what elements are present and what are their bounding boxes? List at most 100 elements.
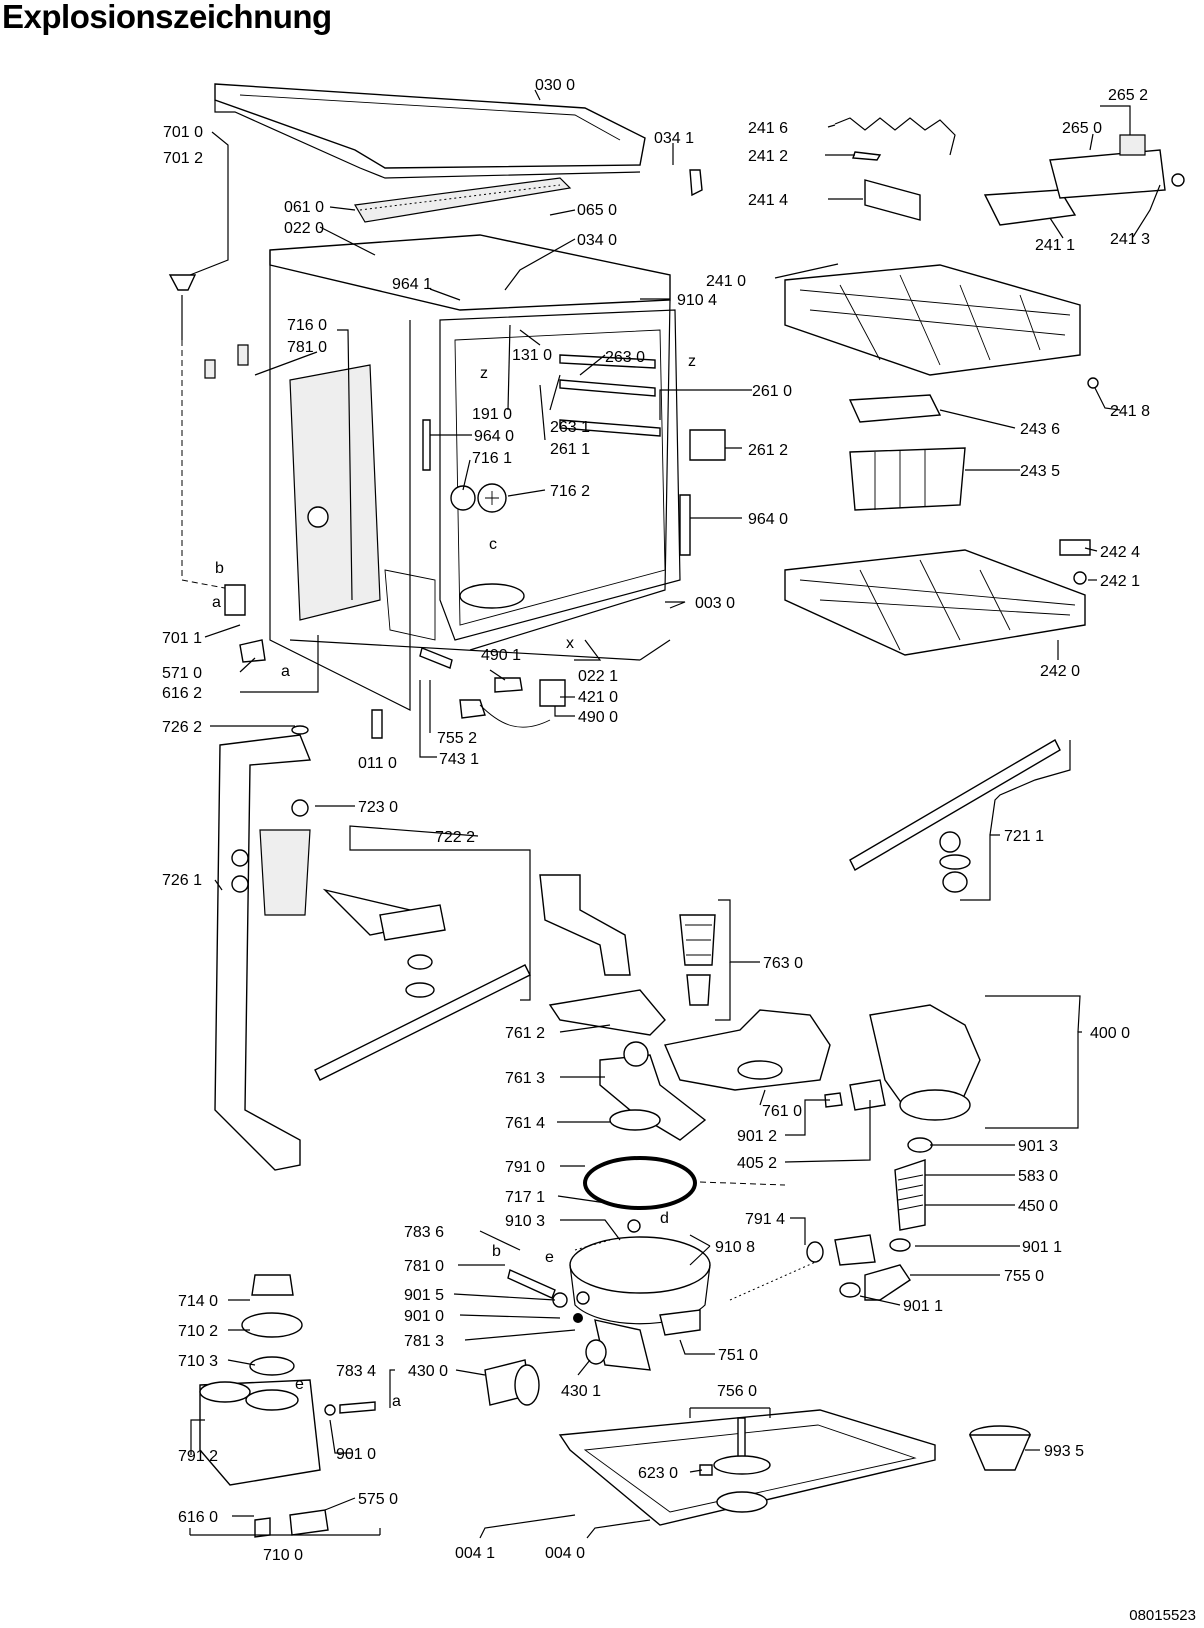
marker-e-1: e (545, 1249, 554, 1266)
callout-781-3: 781 3 (404, 1333, 444, 1350)
callout-755-2: 755 2 (437, 730, 477, 747)
callout-717-1: 717 1 (505, 1189, 545, 1206)
callout-623-0: 623 0 (638, 1465, 678, 1482)
callout-022-1: 022 1 (578, 668, 618, 685)
callout-755-0: 755 0 (1004, 1268, 1044, 1285)
callout-901-3: 901 3 (1018, 1138, 1058, 1155)
circulation-pump-part (824, 1004, 981, 1121)
upper-basket-part (784, 264, 1099, 511)
callout-011-0: 011 0 (358, 755, 397, 772)
callout-743-1: 743 1 (439, 751, 479, 768)
callout-791-0: 791 0 (505, 1159, 545, 1176)
callout-761-3: 761 3 (505, 1070, 545, 1087)
callout-034-0: 034 0 (577, 232, 617, 249)
callout-263-0: 263 0 (605, 349, 645, 366)
callout-964-1: 964 1 (392, 276, 432, 293)
callout-241-4: 241 4 (748, 192, 788, 209)
heater-hose-part (806, 1137, 933, 1301)
callout-583-0: 583 0 (1018, 1168, 1058, 1185)
callout-726-2: 726 2 (162, 719, 202, 736)
callout-781-0: 781 0 (287, 339, 327, 356)
callout-901-1-b: 901 1 (903, 1298, 943, 1315)
marker-b-1: b (215, 560, 224, 577)
callout-261-0: 261 0 (752, 383, 792, 400)
callout-241-8: 241 8 (1110, 403, 1150, 420)
callout-791-4: 791 4 (745, 1211, 785, 1228)
callout-003-0: 003 0 (695, 595, 735, 612)
callout-710-0: 710 0 (263, 1547, 303, 1564)
leader-lines (189, 89, 1161, 1539)
callout-761-4: 761 4 (505, 1115, 545, 1132)
upper-spray-arm-part (849, 739, 1061, 893)
callout-901-0-a: 901 0 (404, 1308, 444, 1325)
callout-761-0: 761 0 (762, 1103, 802, 1120)
marker-a-1: a (212, 594, 221, 611)
callout-783-4: 783 4 (336, 1363, 376, 1380)
marker-z-2: z (688, 353, 696, 370)
drain-pump-part (484, 1339, 607, 1406)
cutlery-parts (834, 117, 1185, 226)
callout-265-0: 265 0 (1062, 120, 1102, 137)
callout-721-1: 721 1 (1004, 828, 1044, 845)
micro-filter-part (664, 1009, 831, 1091)
lower-spray-arm-part (314, 888, 531, 1081)
callout-242-0: 242 0 (1040, 663, 1080, 680)
spray-arm-conduit-part (539, 874, 631, 976)
callout-061-0: 061 0 (284, 199, 324, 216)
callout-261-2: 261 2 (748, 442, 788, 459)
callout-265-2: 265 2 (1108, 87, 1148, 104)
callout-430-1: 430 1 (561, 1383, 601, 1400)
callout-964-0-a: 964 0 (474, 428, 514, 445)
callout-781-0-b: 781 0 (404, 1258, 444, 1275)
callout-490-1: 490 1 (481, 647, 521, 664)
base-tray-part (558, 1409, 936, 1526)
callout-723-0: 723 0 (358, 799, 398, 816)
callout-701-1: 701 1 (162, 630, 202, 647)
callout-716-2: 716 2 (550, 483, 590, 500)
callout-763-0: 763 0 (763, 955, 803, 972)
callout-910-3: 910 3 (505, 1213, 545, 1230)
sump-part (507, 1219, 711, 1371)
callout-450-0: 450 0 (1018, 1198, 1058, 1215)
callout-616-2: 616 2 (162, 685, 202, 702)
callout-701-2: 701 2 (163, 150, 203, 167)
callout-243-6: 243 6 (1020, 421, 1060, 438)
funnel-part (968, 1425, 1032, 1471)
callout-065-0: 065 0 (577, 202, 617, 219)
callout-004-1: 004 1 (455, 1545, 495, 1562)
callout-241-0: 241 0 (706, 273, 746, 290)
water-conduit-part (214, 725, 312, 1171)
marker-a-2: a (281, 663, 290, 680)
callout-901-0-b: 901 0 (336, 1446, 376, 1463)
insulation-strip-part (354, 177, 572, 223)
callout-616-0: 616 0 (178, 1509, 218, 1526)
callout-901-5: 901 5 (404, 1287, 444, 1304)
connection-dashes (574, 1181, 821, 1301)
callout-241-6: 241 6 (748, 120, 788, 137)
marker-a-3: a (392, 1393, 401, 1410)
callout-901-1-a: 901 1 (1022, 1239, 1062, 1256)
callout-761-2: 761 2 (505, 1025, 545, 1042)
sensor-part (689, 169, 703, 197)
callout-263-1: 263 1 (550, 419, 590, 436)
callout-701-0: 701 0 (163, 124, 203, 141)
marker-c: c (489, 536, 497, 553)
callout-756-0: 756 0 (717, 1383, 757, 1400)
callout-243-5: 243 5 (1020, 463, 1060, 480)
callout-571-0: 571 0 (162, 665, 202, 682)
callout-430-0: 430 0 (408, 1363, 448, 1380)
callout-131-0: 131 0 (512, 347, 552, 364)
callout-241-3: 241 3 (1110, 231, 1150, 248)
callout-405-2: 405 2 (737, 1155, 777, 1172)
callout-labels: 030 0 034 1 701 0 701 2 061 0 022 0 065 … (162, 77, 1150, 1564)
callout-575-0: 575 0 (358, 1491, 398, 1508)
inner-rails (422, 354, 726, 556)
callout-400-0: 400 0 (1090, 1025, 1130, 1042)
callout-714-0: 714 0 (178, 1293, 218, 1310)
callout-034-1: 034 1 (654, 130, 694, 147)
marker-z-1: z (480, 365, 488, 382)
cabinet-frame (269, 234, 681, 711)
coarse-filter-parts (548, 989, 707, 1141)
callout-241-1: 241 1 (1035, 237, 1075, 254)
callout-791-2: 791 2 (178, 1448, 218, 1465)
